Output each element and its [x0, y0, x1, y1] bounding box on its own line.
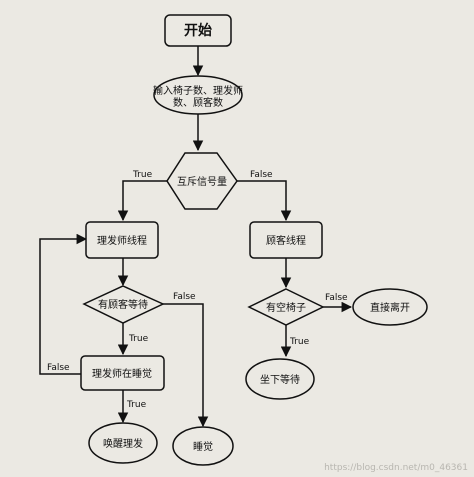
has-customer-false-label: False [173, 292, 196, 302]
wake-cut-node [88, 422, 158, 464]
mutex-true-label: True [132, 170, 153, 180]
edge-hascustomer-sleep [163, 303, 209, 428]
edge-mutex-barber [117, 180, 167, 222]
edge-sleeping-loop [39, 233, 88, 375]
barber-sleeping-false-label: False [47, 363, 70, 373]
sit-wait-node [245, 358, 315, 400]
input-label-line2: 数、顾客数 [173, 96, 223, 109]
mutex-false-label: False [250, 170, 273, 180]
barber-thread-label: 理发师线程 [97, 234, 147, 247]
barber-sleeping-node [80, 355, 165, 391]
watermark: https://blog.csdn.net/m0_46361 [324, 463, 468, 473]
leave-node [352, 288, 428, 326]
sit-wait-label: 坐下等待 [260, 373, 300, 386]
input-node [153, 75, 243, 115]
input-label-line1: 输入椅子数、理发师 [153, 84, 243, 97]
has-customer-label: 有顾客等待 [98, 298, 148, 311]
has-chair-label: 有空椅子 [266, 301, 306, 314]
has-customer-true-label: True [128, 334, 149, 344]
barber-sleeping-true-label: True [126, 400, 147, 410]
has-chair-node [247, 288, 325, 326]
wake-cut-label: 唤醒理发 [103, 437, 143, 450]
has-customer-node [82, 285, 165, 324]
mutex-node [166, 152, 238, 210]
start-node [164, 14, 232, 47]
leave-label: 直接离开 [370, 301, 410, 314]
barber-sleeping-label: 理发师在睡觉 [92, 367, 152, 380]
sleep-node [172, 426, 234, 466]
barber-thread-node [85, 221, 159, 259]
customer-thread-node [249, 221, 323, 259]
start-label: 开始 [184, 22, 212, 39]
edge-mutex-customer [237, 180, 292, 222]
has-chair-true-label: True [289, 337, 310, 347]
sleep-label: 睡觉 [193, 440, 213, 453]
mutex-label: 互斥信号量 [177, 176, 227, 188]
customer-thread-label: 顾客线程 [266, 234, 306, 247]
has-chair-false-label: False [325, 293, 348, 303]
